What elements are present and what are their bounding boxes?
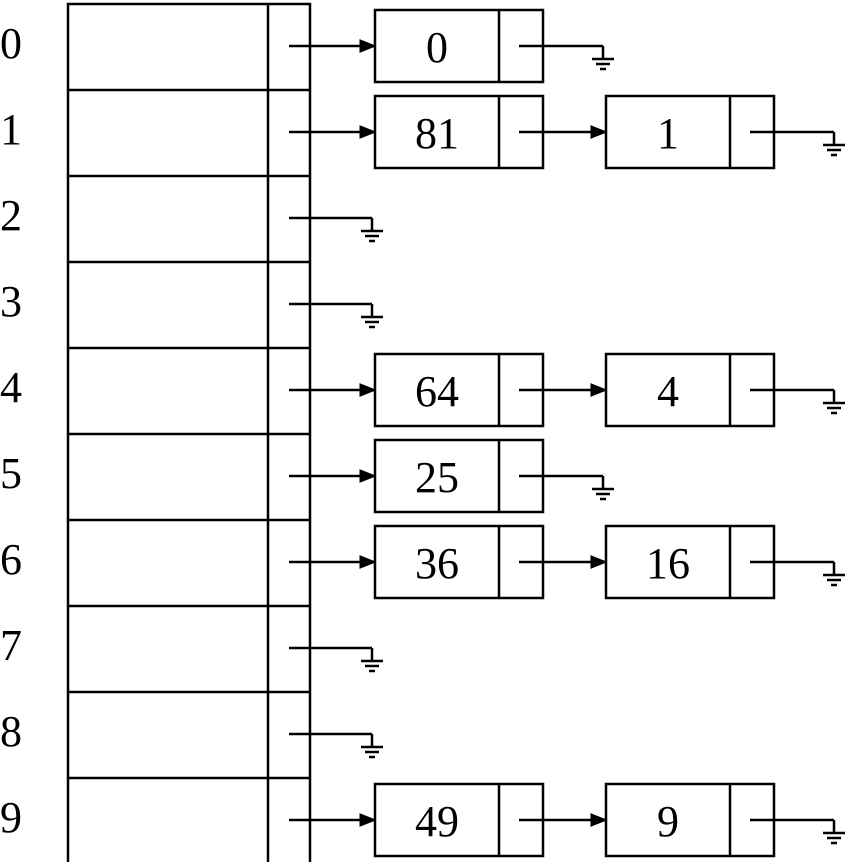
list-node-value: 0 [426,23,448,72]
bucket-index-label: 2 [0,191,22,240]
null-ground-icon [592,476,614,501]
null-ground-icon [361,218,383,243]
list-node: 16 [604,524,776,600]
list-node-value: 9 [657,797,679,846]
list-node-box [604,352,776,428]
bucket-index-label: 0 [0,19,22,68]
list-node: 0 [373,8,545,84]
list-node-box [373,8,545,84]
list-node-box [604,782,776,858]
list-node: 81 [373,94,545,170]
bucket-index-label: 5 [0,449,22,498]
null-ground-icon [361,648,383,673]
list-node-box [373,438,545,514]
chain-lists: 0 81 1 64 4 25 36 16 49 9 [289,8,845,858]
list-node: 4 [604,352,776,428]
list-node-value: 16 [646,539,690,588]
list-node-value: 81 [415,109,459,158]
list-node: 1 [604,94,776,170]
bucket-index-label: 3 [0,277,22,326]
bucket-index-label: 4 [0,363,22,412]
list-node: 9 [604,782,776,858]
list-node: 64 [373,352,545,428]
list-node-box [604,94,776,170]
bucket-index-label: 6 [0,535,22,584]
null-ground-icon [361,304,383,329]
null-ground-icon [361,734,383,759]
null-ground-icon [823,562,845,587]
list-node-box [604,524,776,600]
list-node: 25 [373,438,545,514]
null-ground-icon [592,46,614,71]
list-node: 49 [373,782,545,858]
bucket-index-label: 8 [0,707,22,756]
null-ground-icon [823,132,845,157]
bucket-array: 0 1 2 3 4 5 6 7 8 9 [0,2,383,862]
list-node-value: 25 [415,453,459,502]
bucket-index-label: 1 [0,105,22,154]
bucket-index-label: 7 [0,621,22,670]
list-node-value: 49 [415,797,459,846]
list-node-value: 64 [415,367,459,416]
list-node-value: 1 [657,109,679,158]
bucket-index-label: 9 [0,793,22,842]
list-node: 36 [373,524,545,600]
list-node-box [373,94,545,170]
list-node-value: 36 [415,539,459,588]
list-node-value: 4 [657,367,679,416]
list-node-box [373,782,545,858]
null-ground-icon [823,820,845,845]
null-ground-icon [823,390,845,415]
list-node-box [373,524,545,600]
list-node-box [373,352,545,428]
